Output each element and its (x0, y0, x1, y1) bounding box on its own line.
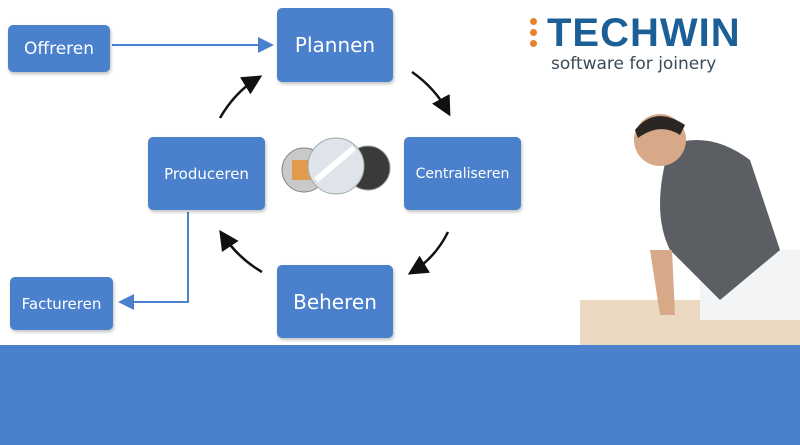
step-factureren: Factureren (10, 277, 113, 330)
arrow-produceren-plannen (218, 75, 263, 119)
logo-name: TECHWIN (547, 11, 741, 55)
arrow-centraliseren-beheren (407, 231, 450, 275)
product-badges-image (281, 137, 391, 195)
step-offreren: Offreren (8, 25, 110, 72)
step-centraliseren: Centraliseren (404, 137, 521, 210)
techwin-logo: TECHWIN software for joinery (527, 12, 741, 74)
logo-dots-icon (530, 18, 537, 51)
step-beheren: Beheren (277, 265, 393, 338)
businessman-photo (580, 114, 800, 345)
arrow-beheren-produceren (219, 229, 263, 274)
arrow-produceren-factureren (118, 212, 189, 310)
flow-arrows (112, 37, 451, 310)
arrow-plannen-centraliseren (411, 70, 451, 117)
step-plannen: Plannen (277, 8, 393, 82)
logo-tagline: software for joinery (551, 54, 717, 74)
step-produceren: Produceren (148, 137, 265, 210)
bottom-banner (0, 345, 800, 445)
